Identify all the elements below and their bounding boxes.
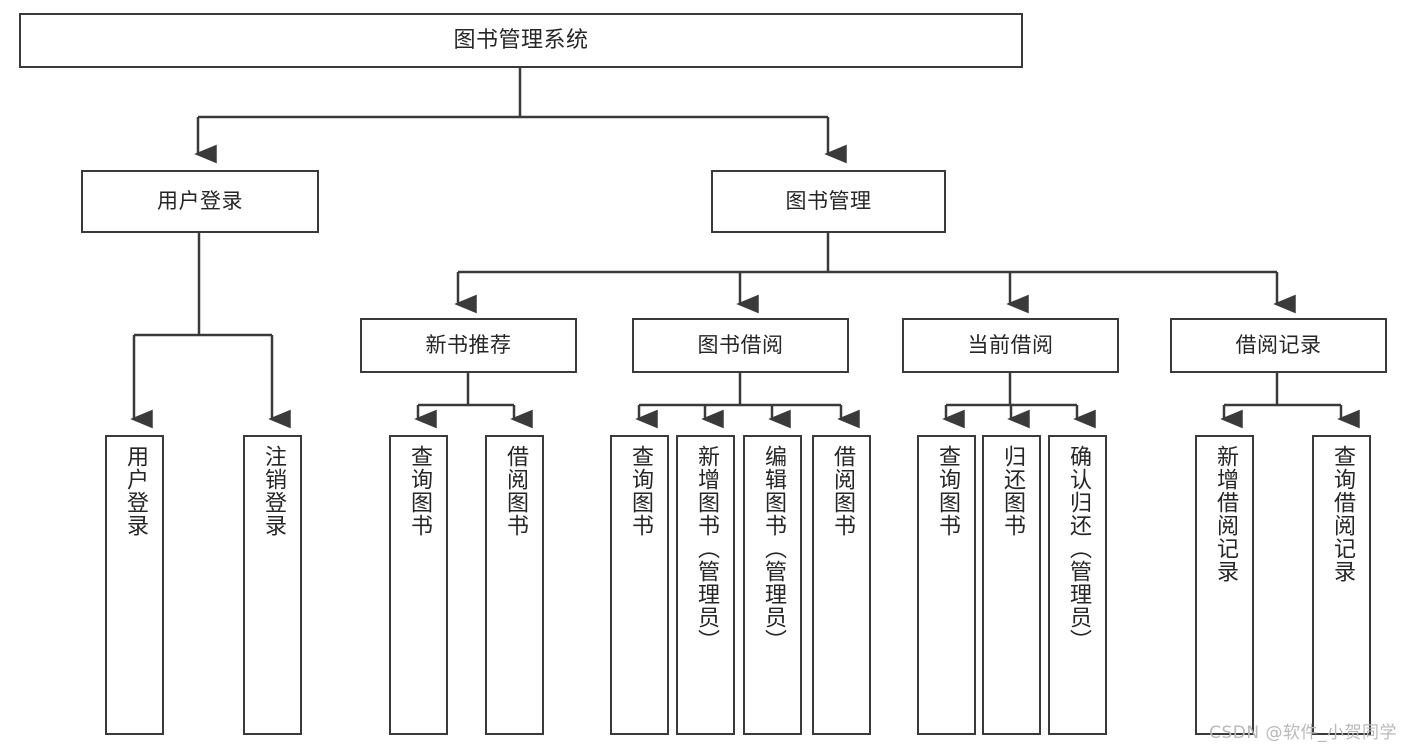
- node-new-book-recommend-label: 新书推荐: [425, 333, 512, 358]
- node-leaf-user-login-label: 用户登录: [122, 445, 148, 537]
- node-leaf-query-book-2[interactable]: 查询图书: [610, 435, 669, 735]
- node-root[interactable]: 图书管理系统: [19, 13, 1023, 68]
- node-leaf-add-book-label: 新增图书（管理员）: [693, 445, 719, 652]
- node-leaf-logout-login-label: 注销登录: [260, 445, 286, 537]
- node-book-borrow-label: 图书借阅: [697, 333, 784, 358]
- node-leaf-edit-book[interactable]: 编辑图书（管理员）: [743, 435, 802, 735]
- node-leaf-add-record[interactable]: 新增借阅记录: [1195, 435, 1254, 735]
- node-borrow-record-label: 借阅记录: [1235, 333, 1322, 358]
- node-user-login[interactable]: 用户登录: [81, 170, 319, 233]
- node-leaf-return-book-label: 归还图书: [999, 445, 1025, 537]
- csdn-watermark: CSDN @软件_小贺同学: [1209, 723, 1397, 743]
- node-leaf-user-login[interactable]: 用户登录: [105, 435, 164, 735]
- node-leaf-borrow-book-2[interactable]: 借阅图书: [812, 435, 871, 735]
- node-leaf-add-record-label: 新增借阅记录: [1212, 445, 1238, 583]
- node-leaf-query-book-2-label: 查询图书: [627, 445, 653, 537]
- node-current-borrow[interactable]: 当前借阅: [902, 318, 1119, 373]
- node-leaf-confirm-return-label: 确认归还（管理员）: [1065, 445, 1091, 652]
- node-leaf-query-book-3[interactable]: 查询图书: [917, 435, 976, 735]
- node-leaf-query-book-3-label: 查询图书: [934, 445, 960, 537]
- node-book-manage[interactable]: 图书管理: [711, 170, 946, 233]
- node-leaf-confirm-return[interactable]: 确认归还（管理员）: [1048, 435, 1107, 735]
- node-leaf-add-book[interactable]: 新增图书（管理员）: [676, 435, 735, 735]
- node-leaf-borrow-book-1-label: 借阅图书: [502, 445, 528, 537]
- node-borrow-record[interactable]: 借阅记录: [1170, 318, 1387, 373]
- node-leaf-borrow-book-1[interactable]: 借阅图书: [485, 435, 544, 735]
- node-leaf-query-book-1[interactable]: 查询图书: [389, 435, 448, 735]
- node-leaf-return-book[interactable]: 归还图书: [982, 435, 1041, 735]
- node-book-manage-label: 图书管理: [785, 189, 872, 214]
- node-current-borrow-label: 当前借阅: [967, 333, 1054, 358]
- node-leaf-query-book-1-label: 查询图书: [406, 445, 432, 537]
- node-leaf-borrow-book-2-label: 借阅图书: [829, 445, 855, 537]
- node-leaf-logout-login[interactable]: 注销登录: [243, 435, 302, 735]
- node-leaf-query-record-label: 查询借阅记录: [1329, 445, 1355, 583]
- node-leaf-edit-book-label: 编辑图书（管理员）: [760, 445, 786, 652]
- node-new-book-recommend[interactable]: 新书推荐: [360, 318, 577, 373]
- node-root-label: 图书管理系统: [453, 27, 589, 53]
- node-leaf-query-record[interactable]: 查询借阅记录: [1312, 435, 1371, 735]
- node-user-login-label: 用户登录: [157, 189, 243, 214]
- node-book-borrow[interactable]: 图书借阅: [632, 318, 849, 373]
